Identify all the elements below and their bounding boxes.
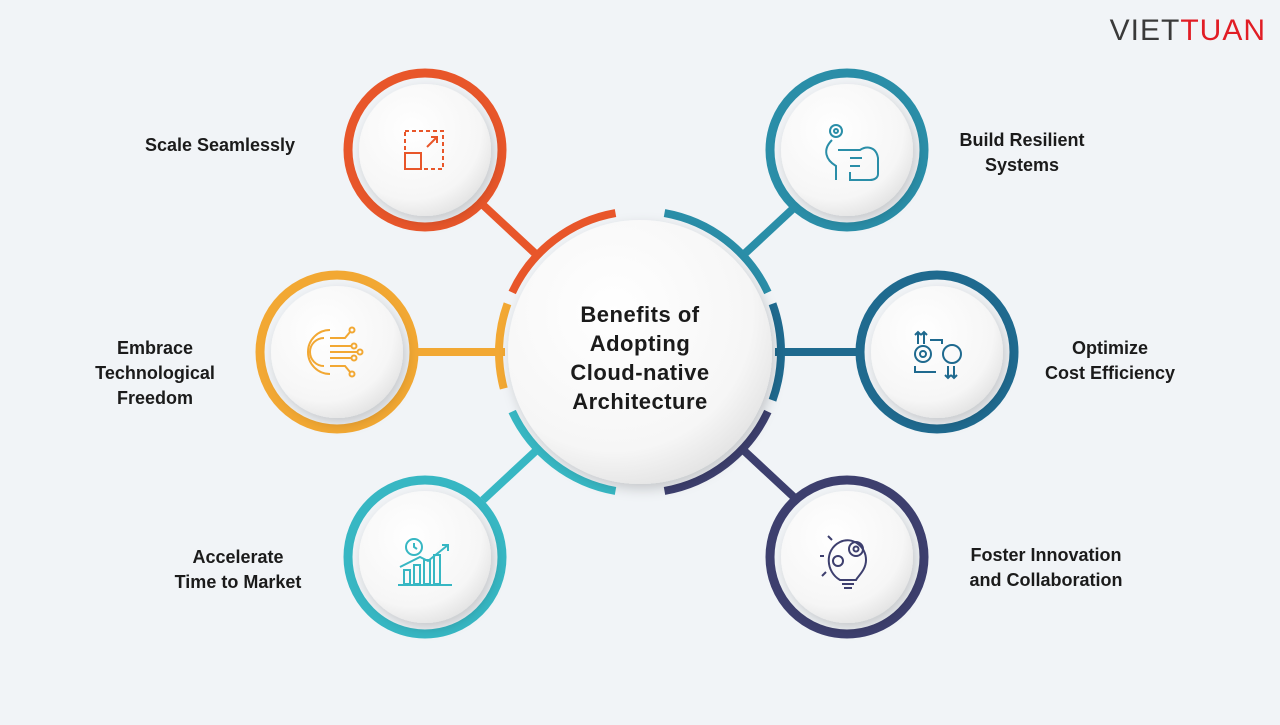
cost-gear-icon [914, 330, 962, 380]
label-accelerate-time: Accelerate Time to Market [174, 547, 302, 592]
brand-part2: TUAN [1180, 14, 1266, 47]
label-foster-innovation: Foster Innovation and Collaboration [969, 545, 1123, 590]
label-optimize-cost: Optimize Cost Efficiency [1044, 338, 1176, 383]
brand-part1: VIET [1109, 14, 1181, 47]
connector-scale [480, 202, 543, 261]
node-innovation [765, 475, 929, 639]
center-arc-accelerate [508, 409, 617, 495]
center-arc-freedom [495, 302, 512, 390]
scale-icon [404, 130, 444, 170]
label-embrace-freedom: Embrace Technological Freedom [95, 338, 215, 408]
center-ring [495, 209, 785, 495]
center-arc-scale [508, 209, 617, 295]
chip-gear-icon [307, 326, 364, 378]
node-freedom [255, 270, 419, 434]
node-accelerate [343, 475, 507, 639]
center-arc-resilient [663, 209, 772, 295]
label-build-resilient: Build Resilient Systems [959, 130, 1085, 175]
hand-gear-icon [825, 124, 879, 181]
lightbulb-gear-icon [820, 535, 868, 589]
connector-accelerate [480, 444, 543, 503]
connector-innovation [737, 444, 800, 503]
center-arc-cost [768, 302, 785, 402]
node-cost [855, 270, 1019, 434]
center-title: Benefits of Adopting Cloud-native Archit… [570, 302, 710, 414]
growth-chart-icon [398, 538, 452, 586]
node-resilient [765, 68, 929, 232]
connector-resilient [737, 202, 800, 261]
connectors [415, 202, 862, 503]
label-scale-seamlessly: Scale Seamlessly [144, 135, 296, 155]
center-arc-innovation [663, 409, 772, 495]
brand-logo: VIETTUAN [1110, 14, 1266, 48]
node-scale [343, 68, 507, 232]
center-circle [508, 220, 772, 484]
